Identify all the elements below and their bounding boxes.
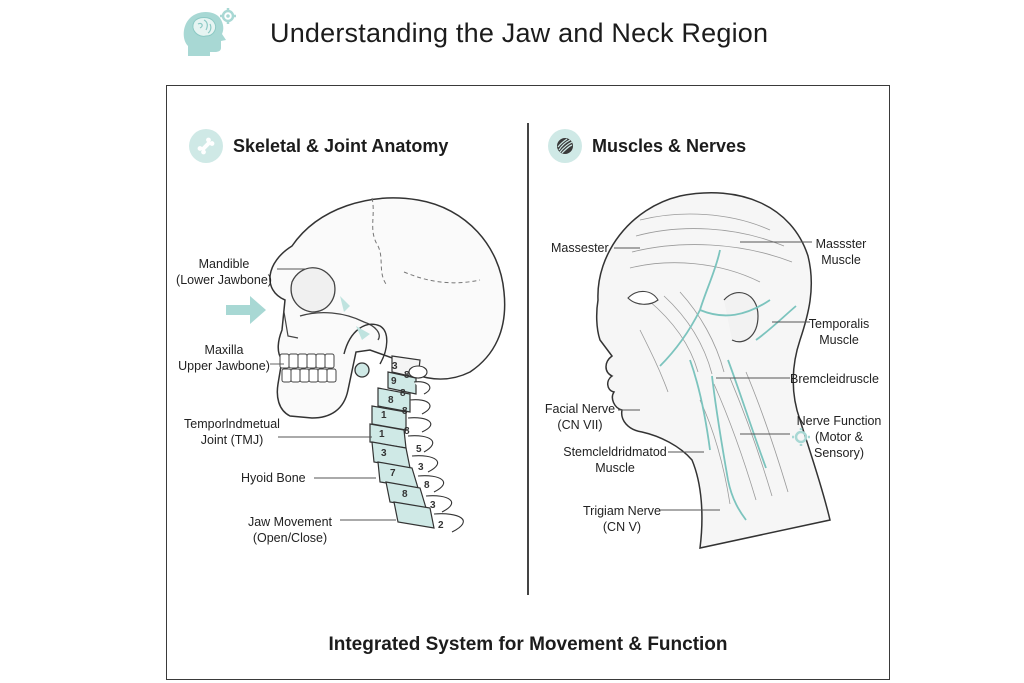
facial-nerve-label: Facial Nerve (CN VII)	[544, 402, 616, 432]
spine-number-5: 5	[416, 444, 422, 455]
bremcleid-label: Bremcleidruscle	[790, 372, 879, 386]
bone-icon	[189, 129, 223, 163]
spine-number-6: 3	[418, 462, 424, 473]
brain-gear-icon	[180, 6, 238, 60]
maxilla-label: Maxilla Upper Jawbone)	[178, 343, 270, 373]
jaw-movement-label: Jaw Movement (Open/Close)	[247, 515, 333, 545]
spine-number-3: 8	[402, 406, 408, 417]
footer-caption: Integrated System for Movement & Functio…	[328, 634, 728, 655]
diagram-frame	[166, 85, 890, 680]
svg-text:3: 3	[392, 361, 398, 372]
gear-icon	[792, 428, 810, 446]
vertebra-number-2: 8	[388, 395, 394, 406]
nerve-function-label: Nerve Function (Motor & Sensory)	[796, 414, 882, 460]
page-title: Understanding the Jaw and Neck Region	[270, 18, 769, 48]
hyoid-label: Hyoid Bone	[241, 471, 306, 485]
spine-number-2: 8	[400, 388, 406, 399]
massster-muscle-label: Massster Muscle	[815, 237, 867, 267]
vertebra-number-7: 8	[402, 489, 408, 500]
spine-number-4: 8	[404, 426, 410, 437]
right-section-title: Muscles & Nerves	[592, 135, 747, 156]
tmj-label: Temporlndmetual Joint (TMJ)	[184, 417, 280, 447]
panel-divider	[527, 123, 529, 595]
spine-number-1: 8	[404, 370, 410, 381]
mandible-label: Mandible (Lower Jawbone)	[176, 257, 272, 287]
muscle-fiber-icon	[548, 129, 582, 163]
vertebra-number-6: 7	[390, 468, 396, 479]
left-section-title: Skeletal & Joint Anatomy	[233, 135, 449, 156]
trigeminal-label: Trigiam Nerve (CN V)	[582, 504, 662, 534]
vertebra-number-1: 9	[391, 376, 397, 387]
spine-number-8: 3	[430, 500, 436, 511]
vertebra-number-5: 3	[381, 448, 387, 459]
vertebra-number-4: 1	[379, 429, 385, 440]
vertebra-number-3: 1	[381, 410, 387, 421]
sternocleid-label: Stemcleldridmatod Muscle	[563, 445, 667, 475]
left-section-header: Skeletal & Joint Anatomy	[189, 129, 448, 163]
spine-number-9: 2	[438, 520, 444, 531]
right-section-header: Muscles & Nerves	[548, 129, 746, 163]
spine-number-7: 8	[424, 480, 430, 491]
massester-label: Massester	[551, 241, 609, 255]
temporalis-label: Temporalis Muscle	[808, 317, 870, 347]
